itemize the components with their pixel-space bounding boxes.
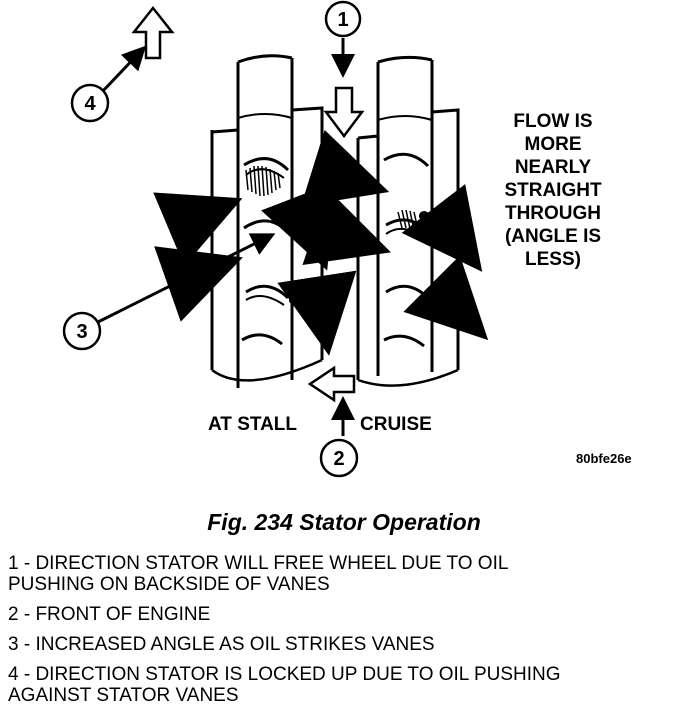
callout-4-circle <box>70 83 110 123</box>
callout-leaders <box>97 38 355 436</box>
stator-diagram: 1 2 3 4 <box>62 0 489 478</box>
callout-4: 4 <box>84 93 96 115</box>
stall-hatching <box>245 165 281 197</box>
flow-note-line: (ANGLE IS <box>504 226 602 247</box>
hollow-arrow-left <box>307 365 356 403</box>
legend-item: 2 - FRONT OF ENGINE <box>8 604 680 625</box>
legend-item: 4 - DIRECTION STATOR IS LOCKED UP DUE TO… <box>8 664 680 706</box>
figure-code: 80bfe26e <box>576 451 632 466</box>
hollow-arrow-up <box>131 5 175 60</box>
flow-note-line: MORE <box>524 134 582 155</box>
legend-text: 4 - DIRECTION STATOR IS LOCKED UP DUE TO… <box>8 664 561 685</box>
stall-flow-arrows <box>153 181 357 356</box>
hollow-arrow-down <box>323 86 365 139</box>
callout-circles <box>62 0 362 478</box>
callout-1-circle <box>324 0 362 38</box>
stall-stator-vanes <box>241 157 290 346</box>
flow-note-line: LESS) <box>525 249 581 270</box>
legend-text-continued: AGAINST STATOR VANES <box>8 685 239 706</box>
flow-note-line: STRAIGHT <box>504 180 602 201</box>
cruise-label: CRUISE <box>360 414 432 435</box>
legend-text-continued: PUSHING ON BACKSIDE OF VANES <box>8 574 330 595</box>
legend: 1 - DIRECTION STATOR WILL FREE WHEEL DUE… <box>8 553 680 715</box>
callout-2-circle <box>319 438 359 478</box>
legend-item: 1 - DIRECTION STATOR WILL FREE WHEEL DUE… <box>8 553 680 595</box>
flow-note-line: FLOW IS <box>513 111 593 132</box>
legend-text: 3 - INCREASED ANGLE AS OIL STRIKES VANES <box>8 634 435 655</box>
flow-note: FLOW IS MORE NEARLY STRAIGHT THROUGH (AN… <box>478 110 628 271</box>
stall-label: AT STALL <box>208 414 297 435</box>
callout-3-circle <box>62 311 102 351</box>
callout-2: 2 <box>333 448 344 470</box>
legend-item: 3 - INCREASED ANGLE AS OIL STRIKES VANES <box>8 634 680 655</box>
figure-caption: Fig. 234 Stator Operation <box>207 509 481 535</box>
callout-1: 1 <box>337 9 348 31</box>
flow-note-line: NEARLY <box>514 157 592 178</box>
callout-3: 3 <box>76 321 87 343</box>
flow-note-line: THROUGH <box>504 203 602 224</box>
cruise-flow-arrows <box>300 129 489 341</box>
legend-text: 1 - DIRECTION STATOR WILL FREE WHEEL DUE… <box>8 553 509 574</box>
legend-text: 2 - FRONT OF ENGINE <box>8 604 211 625</box>
cruise-stator-vanes <box>383 152 430 348</box>
